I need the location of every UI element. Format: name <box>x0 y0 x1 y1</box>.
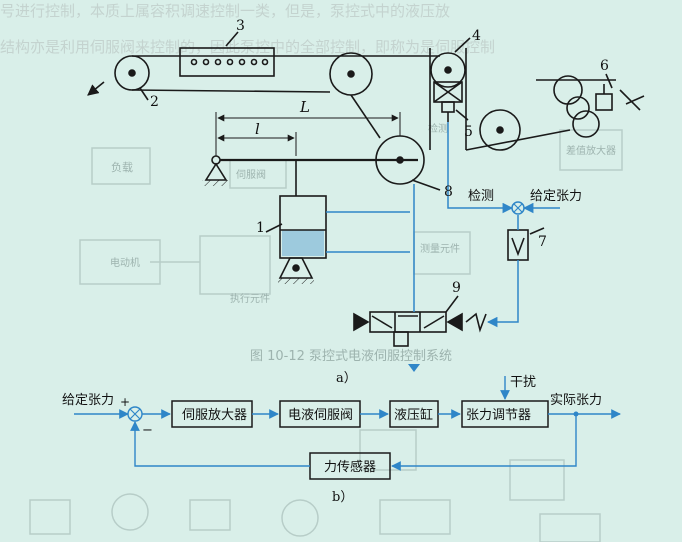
label-l: l <box>255 120 260 138</box>
sum-junction-a-cross <box>513 203 523 213</box>
background-ghost <box>29 129 623 542</box>
dryer-holes <box>190 58 269 66</box>
valve-solenoid-right <box>446 312 463 332</box>
output-guide-hub <box>496 126 504 134</box>
label-output: 实际张力 <box>550 393 602 408</box>
block-cylinder-label: 液压缸 <box>394 407 433 423</box>
block-ehv-label: 电液伺服阀 <box>288 408 353 423</box>
valve-arrow-c <box>423 315 445 329</box>
header-line-1: 号进行控制，本质上属容积调速控制一类，但是，泵控式中的液压放 <box>0 2 450 20</box>
valve-solenoid-left <box>353 312 370 332</box>
guide-roll-hub <box>347 70 355 78</box>
mill-roll-3 <box>572 110 600 138</box>
leader-9 <box>445 295 459 313</box>
unwind-roll-hub <box>128 69 136 77</box>
label-6: 6 <box>600 58 609 74</box>
pressure-supply <box>408 364 420 372</box>
mill-roll-2 <box>566 96 590 120</box>
leader-4 <box>454 37 471 53</box>
block-regulator-label: 张力调节器 <box>466 408 531 423</box>
ghost-diandong: 电动机 <box>110 256 140 269</box>
label-4: 4 <box>472 28 481 44</box>
tension-roll-hub <box>444 66 452 74</box>
label-input: 给定张力 <box>62 393 114 408</box>
label-L: L <box>299 98 310 116</box>
sum-junction-b-cross <box>129 408 141 420</box>
label-5: 5 <box>464 124 473 140</box>
caption-b: b） <box>332 490 353 505</box>
leader-5 <box>455 109 469 121</box>
detect-line <box>447 122 514 214</box>
strip-bottom <box>131 89 331 93</box>
pivot-support <box>204 162 228 181</box>
strip-to-mill <box>465 129 571 151</box>
unwind-arrow <box>87 81 105 96</box>
mill-cutoff <box>619 89 641 111</box>
diagram-b-flow <box>74 376 621 471</box>
header-line-2: 结构亦是利用伺服阀来控制的，因此泵控中的全部控制，即称为是伺服控制 <box>0 38 495 56</box>
branch-point <box>573 411 579 417</box>
tension-roll <box>430 52 466 88</box>
leader-7 <box>529 227 545 235</box>
block-sensor-label: 力传感器 <box>324 459 376 475</box>
hydraulic-cylinder <box>279 195 327 259</box>
leader-6 <box>605 73 613 89</box>
label-3: 3 <box>236 18 245 34</box>
ghost-fig: 图 10-12 泵控式电液伺服控制系统 <box>250 349 452 364</box>
valve-return <box>393 331 409 347</box>
label-minus: − <box>142 423 153 438</box>
block-servo-amp-label: 伺服放大器 <box>182 408 247 423</box>
ghost-chazhi: 差值放大器 <box>566 144 616 157</box>
label-2: 2 <box>150 94 159 110</box>
label-set-tension-a: 给定张力 <box>530 189 582 204</box>
cylinder-fluid <box>282 230 324 256</box>
cylinder-mount-pin <box>292 264 300 272</box>
label-1: 1 <box>256 220 265 236</box>
feedback-to-sum <box>130 421 310 467</box>
leader-3 <box>225 31 239 47</box>
feedback-to-sensor <box>391 414 577 471</box>
label-8: 8 <box>444 184 453 200</box>
frame-cross2 <box>433 81 463 103</box>
ghost-fuzai: 负载 <box>111 160 133 174</box>
amplifier-symbol <box>511 237 525 257</box>
amp-to-valve <box>486 260 519 328</box>
valve-spring <box>465 312 487 333</box>
caption-a: a） <box>336 371 357 386</box>
diagram-a <box>87 31 645 347</box>
dryer-box <box>179 47 275 77</box>
pivot-ground <box>202 180 230 186</box>
strip-to-floating <box>350 94 381 139</box>
label-7: 7 <box>538 234 547 250</box>
cylinder-ground <box>278 278 314 284</box>
label-detect: 检测 <box>468 189 494 204</box>
output-guide-roll <box>479 109 521 151</box>
label-plus: + <box>120 395 130 409</box>
signal-lines <box>326 122 560 372</box>
leader-8 <box>411 179 441 191</box>
ghost-zhixing: 执行元件 <box>230 292 270 305</box>
ghost-celiang: 测量元件 <box>420 242 460 255</box>
valve-arrow-a <box>371 315 393 329</box>
mill-actuator <box>595 93 613 111</box>
mill-ground-line <box>625 95 645 105</box>
floating-roll-hub <box>396 156 404 164</box>
label-9: 9 <box>452 280 461 296</box>
load-cell <box>441 101 455 113</box>
label-disturb: 干扰 <box>510 375 536 390</box>
leader-1 <box>265 223 283 233</box>
ghost-sifu: 伺服阀 <box>236 168 266 181</box>
ghost-jiance: 检测 <box>428 122 448 135</box>
